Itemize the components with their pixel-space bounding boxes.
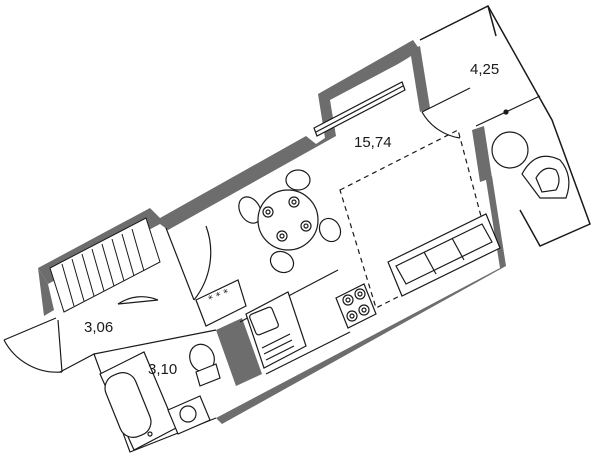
toilet [189,343,221,387]
bath-sink [167,395,211,435]
entrance-door [3,317,63,373]
area-labels: 15,74 4,25 3,06 3,10 [84,61,499,378]
kitchen-sink [245,291,307,369]
window [313,81,406,137]
main-room-area: 15,74 [354,134,392,151]
hallway-area: 3,06 [84,319,113,336]
sofa [387,213,501,297]
cooktop [335,283,377,329]
balcony-area: 4,25 [470,61,499,78]
balcony [419,5,591,247]
dining-table [238,169,342,274]
room-door [165,225,212,301]
balcony-table [475,95,541,169]
balcony-chair [521,155,570,199]
kitchen-unit: * * * [195,279,247,327]
balcony-door [421,87,471,139]
bathroom-door [117,296,159,305]
radiator [49,217,161,313]
outer-walls [38,40,506,424]
bathroom-area: 3,10 [148,361,177,378]
